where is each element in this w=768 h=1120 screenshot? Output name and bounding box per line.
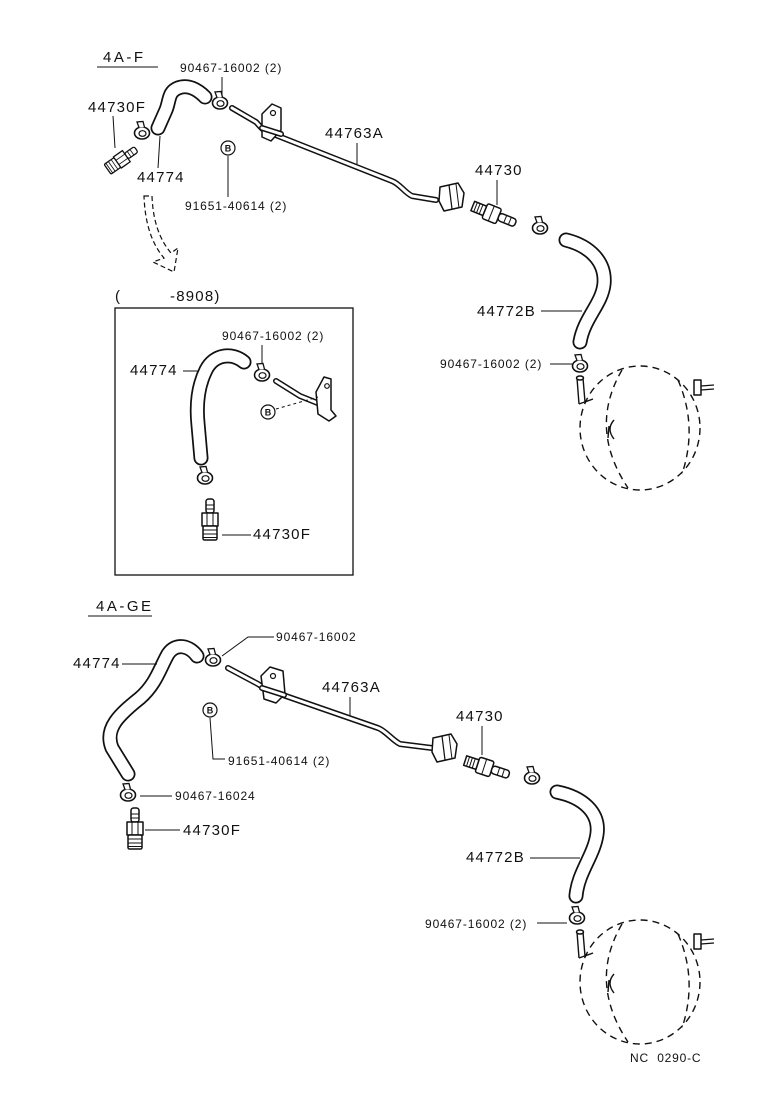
hose-clamp	[568, 905, 586, 925]
hose-44774-bore	[104, 640, 203, 780]
inset-range-label: -8908)	[170, 288, 221, 305]
leader-hose	[157, 135, 161, 169]
leader-union	[112, 115, 116, 149]
brake-booster	[575, 365, 715, 491]
hose-44772b-bore	[551, 786, 603, 902]
label-union-clamp: 90467-16024	[175, 789, 256, 803]
inset-early-model: ( -8908) B 90467-16002 (2) 44774 44730F	[114, 288, 354, 576]
label-booster-hose: 44772B	[477, 303, 536, 320]
pipe-connector	[431, 733, 458, 763]
label-union: 44730F	[88, 99, 146, 116]
bolt-marker-circle	[202, 702, 218, 718]
drawing-code: NC 0290-C	[630, 1051, 701, 1065]
check-valve-44730	[469, 197, 520, 232]
engine-label: 4A-F	[103, 49, 146, 66]
engine-label: 4A-GE	[96, 598, 154, 615]
hose-44772b-bore	[560, 234, 610, 348]
vacuum-pipe-bore	[230, 106, 438, 202]
label-clamp: 90467-16002	[276, 630, 357, 644]
bolt-marker: B	[225, 144, 232, 154]
inset-frame	[114, 307, 354, 576]
label-booster-clamp: 90467-16002 (2)	[440, 357, 542, 371]
leader-bolt	[209, 717, 225, 760]
bolt-marker-circle	[220, 140, 236, 156]
bracket-bolt-hole	[324, 383, 330, 389]
label-booster-clamp: 90467-16002 (2)	[425, 917, 527, 931]
hose-clamp	[119, 782, 137, 802]
pipe-connector	[438, 182, 465, 212]
union-44730f	[201, 498, 219, 541]
label-pipe: 44763A	[325, 125, 384, 142]
pipe-through-bracket-bore	[260, 126, 283, 136]
bolt-marker: B	[207, 706, 214, 716]
label-valve: 44730	[456, 708, 504, 725]
hose-clamp	[133, 120, 151, 140]
label-pipe: 44763A	[322, 679, 381, 696]
pipe-bracket	[260, 666, 286, 704]
hose-clamp	[204, 647, 222, 667]
union-44730f	[103, 143, 141, 176]
label-clamp: 90467-16002 (2)	[222, 329, 324, 343]
label-booster-hose: 44772B	[466, 849, 525, 866]
hose-clamp	[211, 90, 229, 110]
bracket-bolt-hole	[269, 109, 277, 117]
hose-clamp	[523, 765, 541, 785]
bracket-bolt-hole	[269, 672, 277, 680]
hose-clamp	[531, 215, 549, 235]
hose-clamp	[571, 353, 589, 373]
hose-44774-bore	[152, 80, 211, 134]
section-4a-ge: 4A-GE B 90467-16002 44774 44763A 44730	[73, 598, 715, 1045]
section-4a-f: 4A-F B 90467-16002 (2)	[88, 49, 715, 491]
hose-clamp	[253, 362, 271, 382]
label-hose: 44774	[130, 362, 178, 379]
label-clamp: 90467-16002 (2)	[180, 61, 282, 75]
bolt-dashed-leader	[275, 396, 319, 410]
label-bolt: 91651-40614 (2)	[185, 199, 287, 213]
bolt-marker-circle	[260, 404, 276, 420]
hose-clamp	[196, 465, 214, 485]
leader-clamp	[221, 636, 274, 657]
hose-44774-bore	[191, 350, 250, 464]
union-44730f	[126, 807, 144, 850]
check-valve-44730	[461, 752, 513, 784]
label-union: 44730F	[183, 822, 241, 839]
label-hose: 44774	[73, 655, 121, 672]
pipe-bracket	[315, 376, 337, 422]
bolt-marker: B	[265, 408, 272, 418]
detail-arrow	[143, 195, 179, 273]
label-valve: 44730	[475, 162, 523, 179]
label-union: 44730F	[253, 526, 311, 543]
inset-paren: (	[115, 288, 121, 305]
label-hose: 44774	[137, 169, 185, 186]
label-bolt: 91651-40614 (2)	[228, 754, 330, 768]
brake-booster	[575, 919, 715, 1045]
pipe-through-bracket-bore	[260, 686, 286, 697]
pipe-end-bore	[274, 379, 322, 406]
